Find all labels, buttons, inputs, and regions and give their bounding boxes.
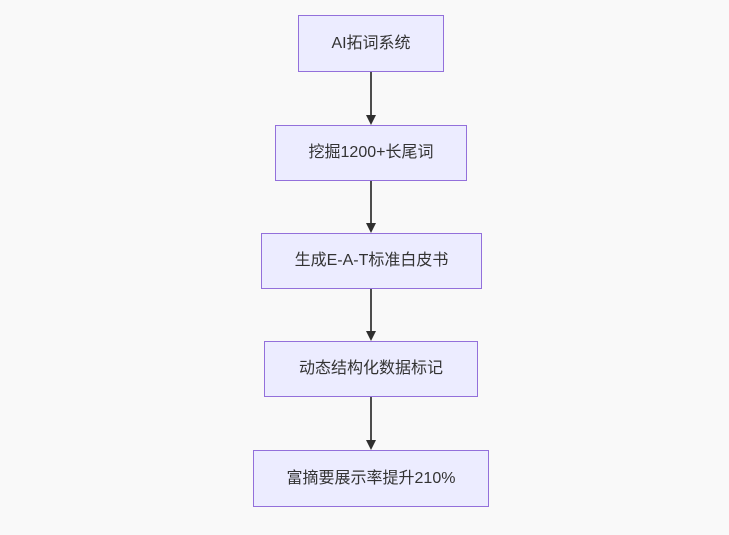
arrow-line <box>370 397 372 440</box>
flowchart-node-eat-whitepaper: 生成E-A-T标准白皮书 <box>261 233 482 289</box>
arrowhead-icon <box>366 331 376 341</box>
flowchart-node-longtail-mining: 挖掘1200+长尾词 <box>275 125 467 181</box>
node-label: 动态结构化数据标记 <box>298 360 443 378</box>
arrow-line <box>370 72 372 115</box>
node-label: 挖掘1200+长尾词 <box>308 144 434 162</box>
arrowhead-icon <box>366 440 376 450</box>
flowchart-node-structured-data-markup: 动态结构化数据标记 <box>264 341 478 397</box>
node-label: AI拓词系统 <box>331 34 411 52</box>
flowchart-arrow-2 <box>366 181 376 233</box>
flowchart-node-rich-snippet-result: 富摘要展示率提升210% <box>253 450 489 507</box>
arrowhead-icon <box>366 223 376 233</box>
node-label: 生成E-A-T标准白皮书 <box>294 252 449 270</box>
flowchart-arrow-1 <box>366 72 376 125</box>
flowchart-arrow-3 <box>366 289 376 341</box>
arrowhead-icon <box>366 115 376 125</box>
arrow-line <box>370 289 372 331</box>
arrow-line <box>370 181 372 223</box>
flowchart-node-ai-keyword-system: AI拓词系统 <box>298 15 444 72</box>
node-label: 富摘要展示率提升210% <box>286 469 456 487</box>
flowchart-arrow-4 <box>366 397 376 450</box>
